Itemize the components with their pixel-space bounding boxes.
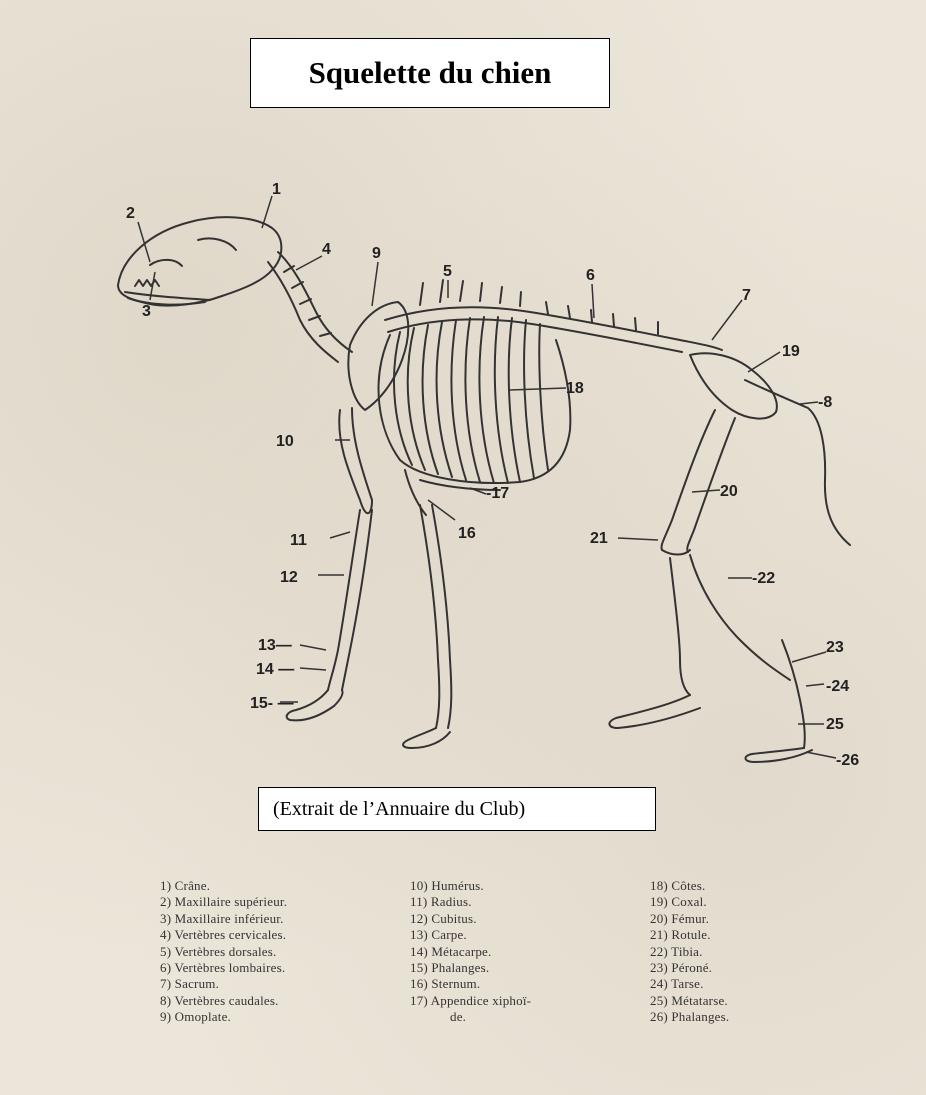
cervical-vertebrae-illustration — [268, 252, 352, 362]
legend-item: 10) Humérus. — [410, 878, 531, 894]
legend-item: 23) Péroné. — [650, 960, 729, 976]
source-box: (Extrait de l’Annuaire du Club) — [258, 787, 656, 831]
callout-7: 7 — [742, 287, 751, 304]
legend-item: 16) Sternum. — [410, 976, 531, 992]
legend-item: 7) Sacrum. — [160, 976, 287, 992]
hind-leg-illustration — [609, 410, 812, 762]
spine-illustration — [385, 280, 722, 352]
legend-column-3: 18) Côtes. 19) Coxal. 20) Fémur. 21) Rot… — [650, 878, 729, 1026]
legend-item: 18) Côtes. — [650, 878, 729, 894]
callout-26: -26 — [836, 752, 859, 769]
callout-10: 10 — [276, 433, 294, 450]
callout-14: 14 — — [256, 661, 294, 678]
callout-5: 5 — [443, 263, 452, 280]
skull-illustration — [118, 217, 281, 305]
legend-item: 21) Rotule. — [650, 927, 729, 943]
callout-21: 21 — [590, 530, 608, 547]
legend-item: 15) Phalanges. — [410, 960, 531, 976]
legend-item: 13) Carpe. — [410, 927, 531, 943]
callout-11: 11 — [290, 532, 307, 549]
callout-3: 3 — [142, 303, 151, 320]
legend-item: 3) Maxillaire inférieur. — [160, 911, 287, 927]
legend-item: 22) Tibia. — [650, 944, 729, 960]
legend-item: 9) Omoplate. — [160, 1009, 287, 1025]
callout-6: 6 — [586, 267, 595, 284]
dog-skeleton-diagram: 1 2 3 4 9 5 6 7 19 -8 18 10 -17 20 16 11… — [0, 0, 926, 780]
callout-24: -24 — [826, 678, 849, 695]
callout-17: -17 — [486, 485, 509, 502]
legend-item: 14) Métacarpe. — [410, 944, 531, 960]
legend-item: 20) Fémur. — [650, 911, 729, 927]
legend-item: 26) Phalanges. — [650, 1009, 729, 1025]
callout-15: 15- — — [250, 695, 294, 712]
legend-item: 24) Tarse. — [650, 976, 729, 992]
legend-item: 8) Vertèbres caudales. — [160, 993, 287, 1009]
legend-item: 5) Vertèbres dorsales. — [160, 944, 287, 960]
callout-19: 19 — [782, 343, 800, 360]
source-caption: (Extrait de l’Annuaire du Club) — [273, 798, 525, 821]
legend-item: 19) Coxal. — [650, 894, 729, 910]
legend-item: 25) Métatarse. — [650, 993, 729, 1009]
callout-22: -22 — [752, 570, 775, 587]
legend-item: 2) Maxillaire supérieur. — [160, 894, 287, 910]
callout-18: 18 — [566, 380, 584, 397]
callout-20: 20 — [720, 483, 738, 500]
legend-item: de. — [410, 1009, 531, 1025]
legend-item: 11) Radius. — [410, 894, 531, 910]
callout-23: 23 — [826, 639, 844, 656]
callout-2: 2 — [126, 205, 135, 222]
legend-column-1: 1) Crâne. 2) Maxillaire supérieur. 3) Ma… — [160, 878, 287, 1026]
legend-item: 17) Appendice xiphoï- — [410, 993, 531, 1009]
callout-8: -8 — [818, 394, 832, 411]
callout-9: 9 — [372, 245, 381, 262]
callout-12: 12 — [280, 569, 298, 586]
pelvis-illustration — [690, 353, 777, 418]
callout-1: 1 — [272, 181, 281, 198]
front-leg-illustration — [287, 408, 372, 720]
legend-item: 1) Crâne. — [160, 878, 287, 894]
tail-illustration — [745, 380, 850, 545]
callout-25: 25 — [826, 716, 844, 733]
callout-13: 13— — [258, 637, 292, 654]
callout-4: 4 — [322, 241, 331, 258]
legend-item: 4) Vertèbres cervicales. — [160, 927, 287, 943]
legend-item: 12) Cubitus. — [410, 911, 531, 927]
callout-leaders — [138, 196, 836, 758]
callout-16: 16 — [458, 525, 476, 542]
legend-item: 6) Vertèbres lombaires. — [160, 960, 287, 976]
legend-column-2: 10) Humérus. 11) Radius. 12) Cubitus. 13… — [410, 878, 531, 1026]
